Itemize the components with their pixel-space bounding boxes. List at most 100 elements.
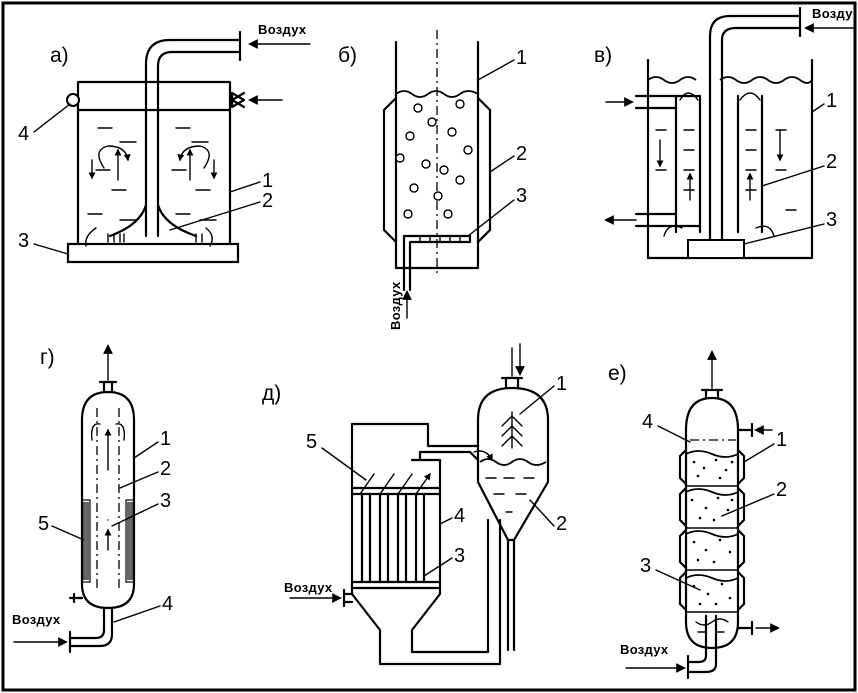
callout-b-2: 2 [516, 143, 527, 165]
air-pipe-g [68, 606, 114, 648]
side-nozzle-g [68, 592, 84, 604]
sparger-holes-b [419, 235, 461, 243]
leader-d-4 [439, 517, 453, 525]
panel-d-label: д) [262, 382, 281, 405]
panel-v-label: в) [594, 44, 612, 67]
air-label-v: Возду [812, 6, 853, 21]
bubbles-b [395, 99, 473, 219]
callout-g-4: 4 [162, 593, 173, 615]
leader-a-1 [229, 181, 261, 193]
liquid-level-d [479, 458, 547, 466]
diffuser-a [108, 203, 198, 238]
inlet-arrows-d [359, 474, 430, 495]
upper-link-d [418, 450, 480, 462]
callout-g-5: 5 [38, 513, 49, 535]
liquid-a [87, 127, 217, 221]
circ-arrow-a1 [98, 145, 131, 169]
callout-d-1: 1 [556, 373, 567, 395]
feed-nozzle-e [736, 422, 754, 438]
panel-b-label: б) [338, 44, 357, 67]
leader-g-5 [51, 525, 85, 541]
tube-sheets-d [350, 486, 442, 590]
stage-plates-e [685, 485, 739, 613]
column-b [394, 40, 480, 270]
callout-d-3: 3 [454, 545, 465, 567]
leader-b-1 [477, 59, 515, 81]
callout-b-3: 3 [516, 185, 527, 207]
callout-d-5: 5 [306, 431, 317, 453]
top-flow-g [90, 423, 126, 441]
sparger-b [402, 234, 472, 292]
particles-e [690, 458, 734, 606]
air-distributor-v [687, 239, 745, 259]
callout-g-1: 1 [160, 428, 171, 450]
jacket-left-g [81, 499, 91, 583]
leader-e-2 [721, 493, 775, 517]
leader-v-3 [743, 223, 825, 245]
separator-d [476, 386, 550, 542]
bottom-liquid-e [695, 618, 729, 633]
panel-a: а) Воздух 1 2 3 4 [18, 22, 311, 264]
air-label-d: Воздух [284, 580, 333, 595]
panel-g-label: г) [40, 346, 55, 369]
top-flow-v [679, 92, 761, 101]
valve-right-a [230, 91, 246, 109]
exchanger-d [350, 422, 502, 666]
leader-d-5 [321, 447, 367, 481]
leader-g-2 [119, 471, 159, 489]
stage-levels-e [685, 450, 739, 582]
drain-nozzle-e [736, 620, 754, 636]
leader-d-1 [519, 385, 555, 415]
callout-d-4: 4 [454, 505, 465, 527]
air-pipe-a-outer [144, 38, 242, 238]
column-g [80, 390, 136, 610]
air-flange-g [68, 596, 84, 654]
air-nozzle-d [342, 588, 354, 608]
callout-v-3: 3 [826, 209, 837, 231]
air-label-e: Воздух [620, 642, 669, 657]
callout-g-3: 3 [160, 490, 171, 512]
leader-d-2 [529, 499, 555, 527]
leader-e-3 [655, 569, 701, 591]
callout-e-4: 4 [642, 411, 653, 433]
tubes-v [674, 94, 764, 234]
leader-b-3 [467, 199, 515, 237]
callout-e-1: 1 [776, 429, 787, 451]
jacket-b [382, 96, 492, 244]
liquid-d [485, 477, 535, 513]
jacket-right-g [125, 499, 135, 583]
panel-a-label: а) [50, 44, 69, 67]
panel-e-label: е) [608, 362, 627, 385]
leader-b-2 [489, 155, 515, 173]
coolant-pipes-v [634, 94, 702, 228]
demister-d [501, 411, 523, 449]
air-pipe-a-inner [156, 50, 242, 238]
top-nozzle-g [98, 380, 118, 394]
callout-b-1: 1 [516, 47, 527, 69]
jacket-hatching-g [83, 502, 133, 580]
panel-v: в) Возду 1 2 3 [594, 6, 857, 260]
bubbles-a [107, 233, 203, 243]
callout-e-3: 3 [640, 555, 651, 577]
air-label-g: Воздух [12, 612, 61, 627]
callout-a-3: 3 [18, 230, 29, 252]
leader-e-1 [743, 443, 775, 463]
vessel-a-body [76, 80, 232, 246]
panel-d: д) Воздух 1 2 3 4 5 [262, 343, 567, 666]
circ-arrow-a2 [177, 145, 210, 169]
leader-a-4 [33, 103, 71, 133]
leader-a-2 [169, 201, 261, 231]
leader-g-4 [113, 605, 161, 623]
valve-left-a [66, 93, 80, 107]
leader-v-2 [761, 165, 825, 187]
air-pipe-v-outer [708, 14, 802, 250]
vessel-v [646, 58, 814, 260]
leader-g-3 [111, 503, 159, 527]
liquid-v [655, 129, 797, 211]
column-e [684, 396, 740, 650]
leader-a-3 [33, 243, 69, 255]
leader-d-3 [423, 557, 453, 577]
draft-tube-g [96, 408, 120, 590]
callout-a-4: 4 [18, 123, 29, 145]
